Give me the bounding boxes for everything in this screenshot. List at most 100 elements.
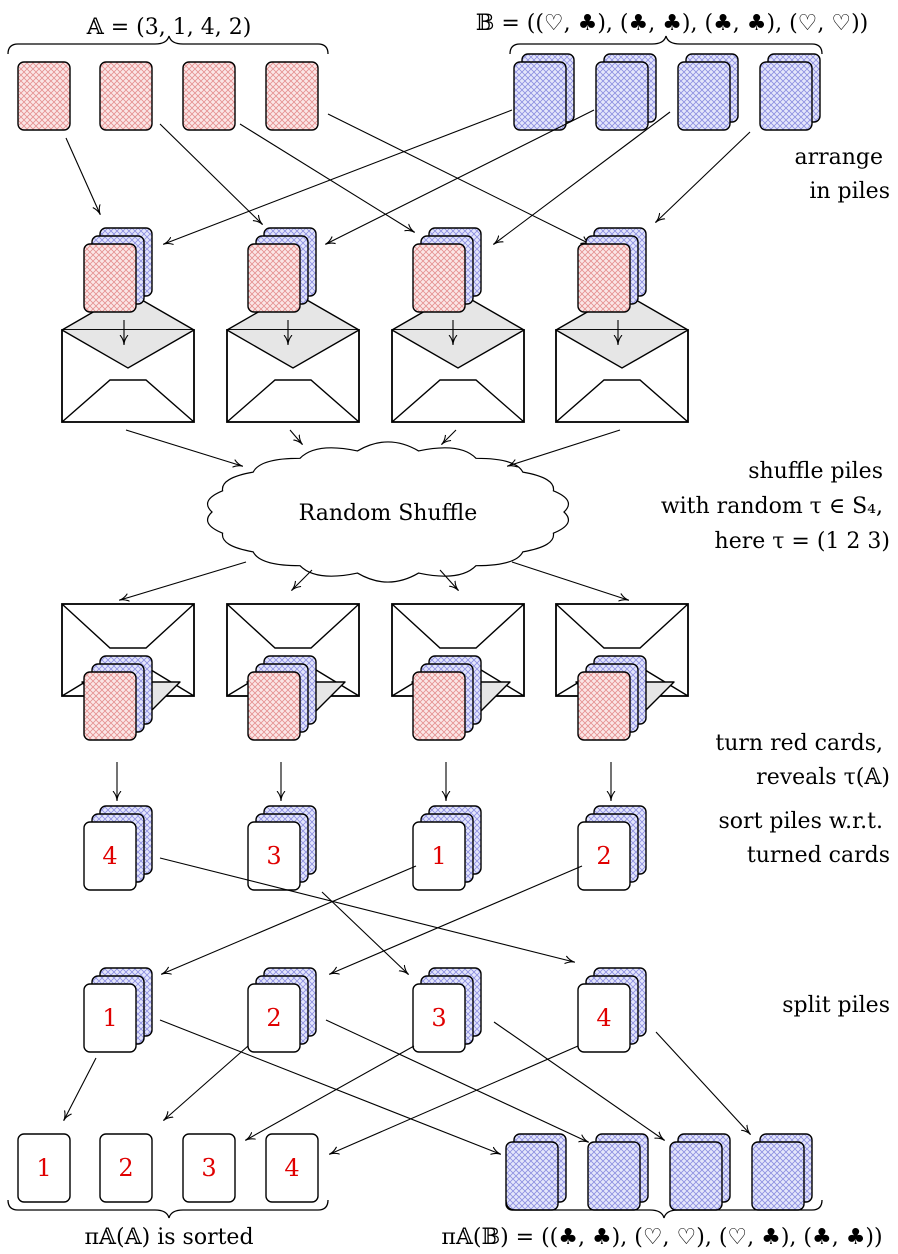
card-number: 1 xyxy=(102,1004,117,1032)
split-arrow xyxy=(325,1019,588,1142)
sort-arrow-4 xyxy=(159,857,574,962)
sorted-a-card-number: 1 xyxy=(36,1154,51,1182)
envelope-fold xyxy=(61,603,195,649)
b-card-pair-4 xyxy=(759,53,821,131)
arrow-into-cloud xyxy=(125,429,242,466)
random-shuffle-label: Random Shuffle xyxy=(299,501,478,526)
a-sequence-label: 𝔸 = (3, 1, 4, 2) xyxy=(86,15,252,40)
envelope-inner xyxy=(555,329,689,369)
permuted-b-card-row xyxy=(505,1133,813,1211)
permuted-b-card-pair-1 xyxy=(505,1133,567,1211)
red-card xyxy=(577,671,631,741)
envelope-1 xyxy=(61,291,195,423)
envelope-fold xyxy=(555,379,689,423)
permuted-b-card-pair-3 xyxy=(669,1133,731,1211)
envelope-fold xyxy=(555,603,689,649)
sorted-pile-4: 4 xyxy=(577,967,647,1053)
b-card-pair-3 xyxy=(677,53,739,131)
turned-red-card xyxy=(412,983,466,1053)
sorted-a-card-row: 1 2 3 4 xyxy=(17,1133,319,1203)
red-card xyxy=(83,243,137,313)
a-card-4 xyxy=(265,61,319,131)
sorted-a-card-4 xyxy=(265,1133,319,1203)
shuffled-pile-3 xyxy=(412,655,482,741)
turned-red-card xyxy=(247,983,301,1053)
envelope-fold xyxy=(226,379,360,423)
sorted-pile-2: 2 xyxy=(247,967,317,1053)
blue-card-front xyxy=(505,1141,559,1211)
b-card-row xyxy=(513,53,821,131)
envelope-fold xyxy=(226,603,360,649)
split-arrow xyxy=(493,1021,664,1140)
split-arrows xyxy=(64,1019,750,1154)
red-card xyxy=(412,671,466,741)
red-card xyxy=(412,243,466,313)
step-shuffle-label: shuffle piles with random τ ∈ S₄, here τ… xyxy=(661,459,890,554)
arrow-b1 xyxy=(164,109,513,244)
turned-pile-1: 4 xyxy=(83,805,153,891)
permuted-b-label: π𝔸(𝔹) = ((♣, ♣), (♡, ♡), (♡, ♣), (♣, ♣)) xyxy=(441,1225,882,1250)
arrow-a2 xyxy=(159,123,262,224)
b-brace xyxy=(509,35,823,55)
card-number: 3 xyxy=(431,1004,446,1032)
sort-arrow-2 xyxy=(330,865,583,974)
blue-card-front xyxy=(677,61,731,131)
sort-arrow-3 xyxy=(321,891,408,974)
envelope-inner xyxy=(61,329,195,369)
turned-pile-row: 4 3 1 2 xyxy=(83,805,647,891)
turned-red-card xyxy=(412,821,466,891)
turn-arrows xyxy=(117,762,611,800)
pile-1 xyxy=(83,227,153,313)
blue-card-front xyxy=(759,61,813,131)
sorted-a-card-number: 2 xyxy=(118,1154,133,1182)
a-card-2 xyxy=(99,61,153,131)
shuffled-pile-1 xyxy=(83,655,153,741)
arrow-b2 xyxy=(326,109,595,244)
b-card-pair-2 xyxy=(595,53,657,131)
step-sort-label: sort piles w.r.t. turned cards xyxy=(719,809,890,868)
arrow-out-cloud xyxy=(439,569,458,590)
envelope-inner xyxy=(391,329,525,369)
turned-pile-3: 1 xyxy=(412,805,482,891)
permuted-b-card-pair-2 xyxy=(587,1133,649,1211)
split-arrow xyxy=(655,1031,750,1134)
pile-2 xyxy=(247,227,317,313)
shuffled-pile-4 xyxy=(577,655,647,741)
a-card-1 xyxy=(17,61,71,131)
sort-arrows xyxy=(159,857,583,974)
split-arrow xyxy=(246,1045,415,1140)
envelope-fold xyxy=(61,379,195,423)
blue-card-front xyxy=(595,61,649,131)
turned-red-card xyxy=(83,983,137,1053)
envelope-inner xyxy=(226,329,360,369)
card-number: 4 xyxy=(596,1004,611,1032)
arrow-into-cloud xyxy=(442,429,457,444)
arrow-into-cloud xyxy=(508,429,621,466)
red-card xyxy=(247,671,301,741)
sorted-pile-3: 3 xyxy=(412,967,482,1053)
turned-red-card xyxy=(577,821,631,891)
arrow-out-cloud xyxy=(120,561,247,600)
arrow-a3 xyxy=(239,123,414,232)
sorted-a-card-number: 3 xyxy=(201,1154,216,1182)
sorted-a-label: π𝔸(𝔸) is sorted xyxy=(84,1225,253,1250)
split-arrow xyxy=(164,1045,249,1120)
envelope-fold xyxy=(391,603,525,649)
split-arrow xyxy=(64,1057,97,1120)
arrow-into-cloud xyxy=(289,429,302,444)
shuffled-pile-2 xyxy=(247,655,317,741)
arrow-a1 xyxy=(65,137,100,214)
turned-pile-2: 3 xyxy=(247,805,317,891)
a-brace xyxy=(7,35,329,55)
sorted-a-card-2 xyxy=(99,1133,153,1203)
b-sequence-label: 𝔹 = ((♡, ♣), (♣, ♣), (♣, ♣), (♡, ♡)) xyxy=(476,11,869,36)
turned-pile-4: 2 xyxy=(577,805,647,891)
sorted-a-card-3 xyxy=(182,1133,236,1203)
sorted-pile-1: 1 xyxy=(83,967,153,1053)
red-card xyxy=(83,671,137,741)
card-number: 1 xyxy=(431,842,446,870)
sorted-a-card-number: 4 xyxy=(284,1154,299,1182)
arrow-b3 xyxy=(494,111,671,244)
sorted-pile-row: 1 2 3 4 xyxy=(83,967,647,1053)
